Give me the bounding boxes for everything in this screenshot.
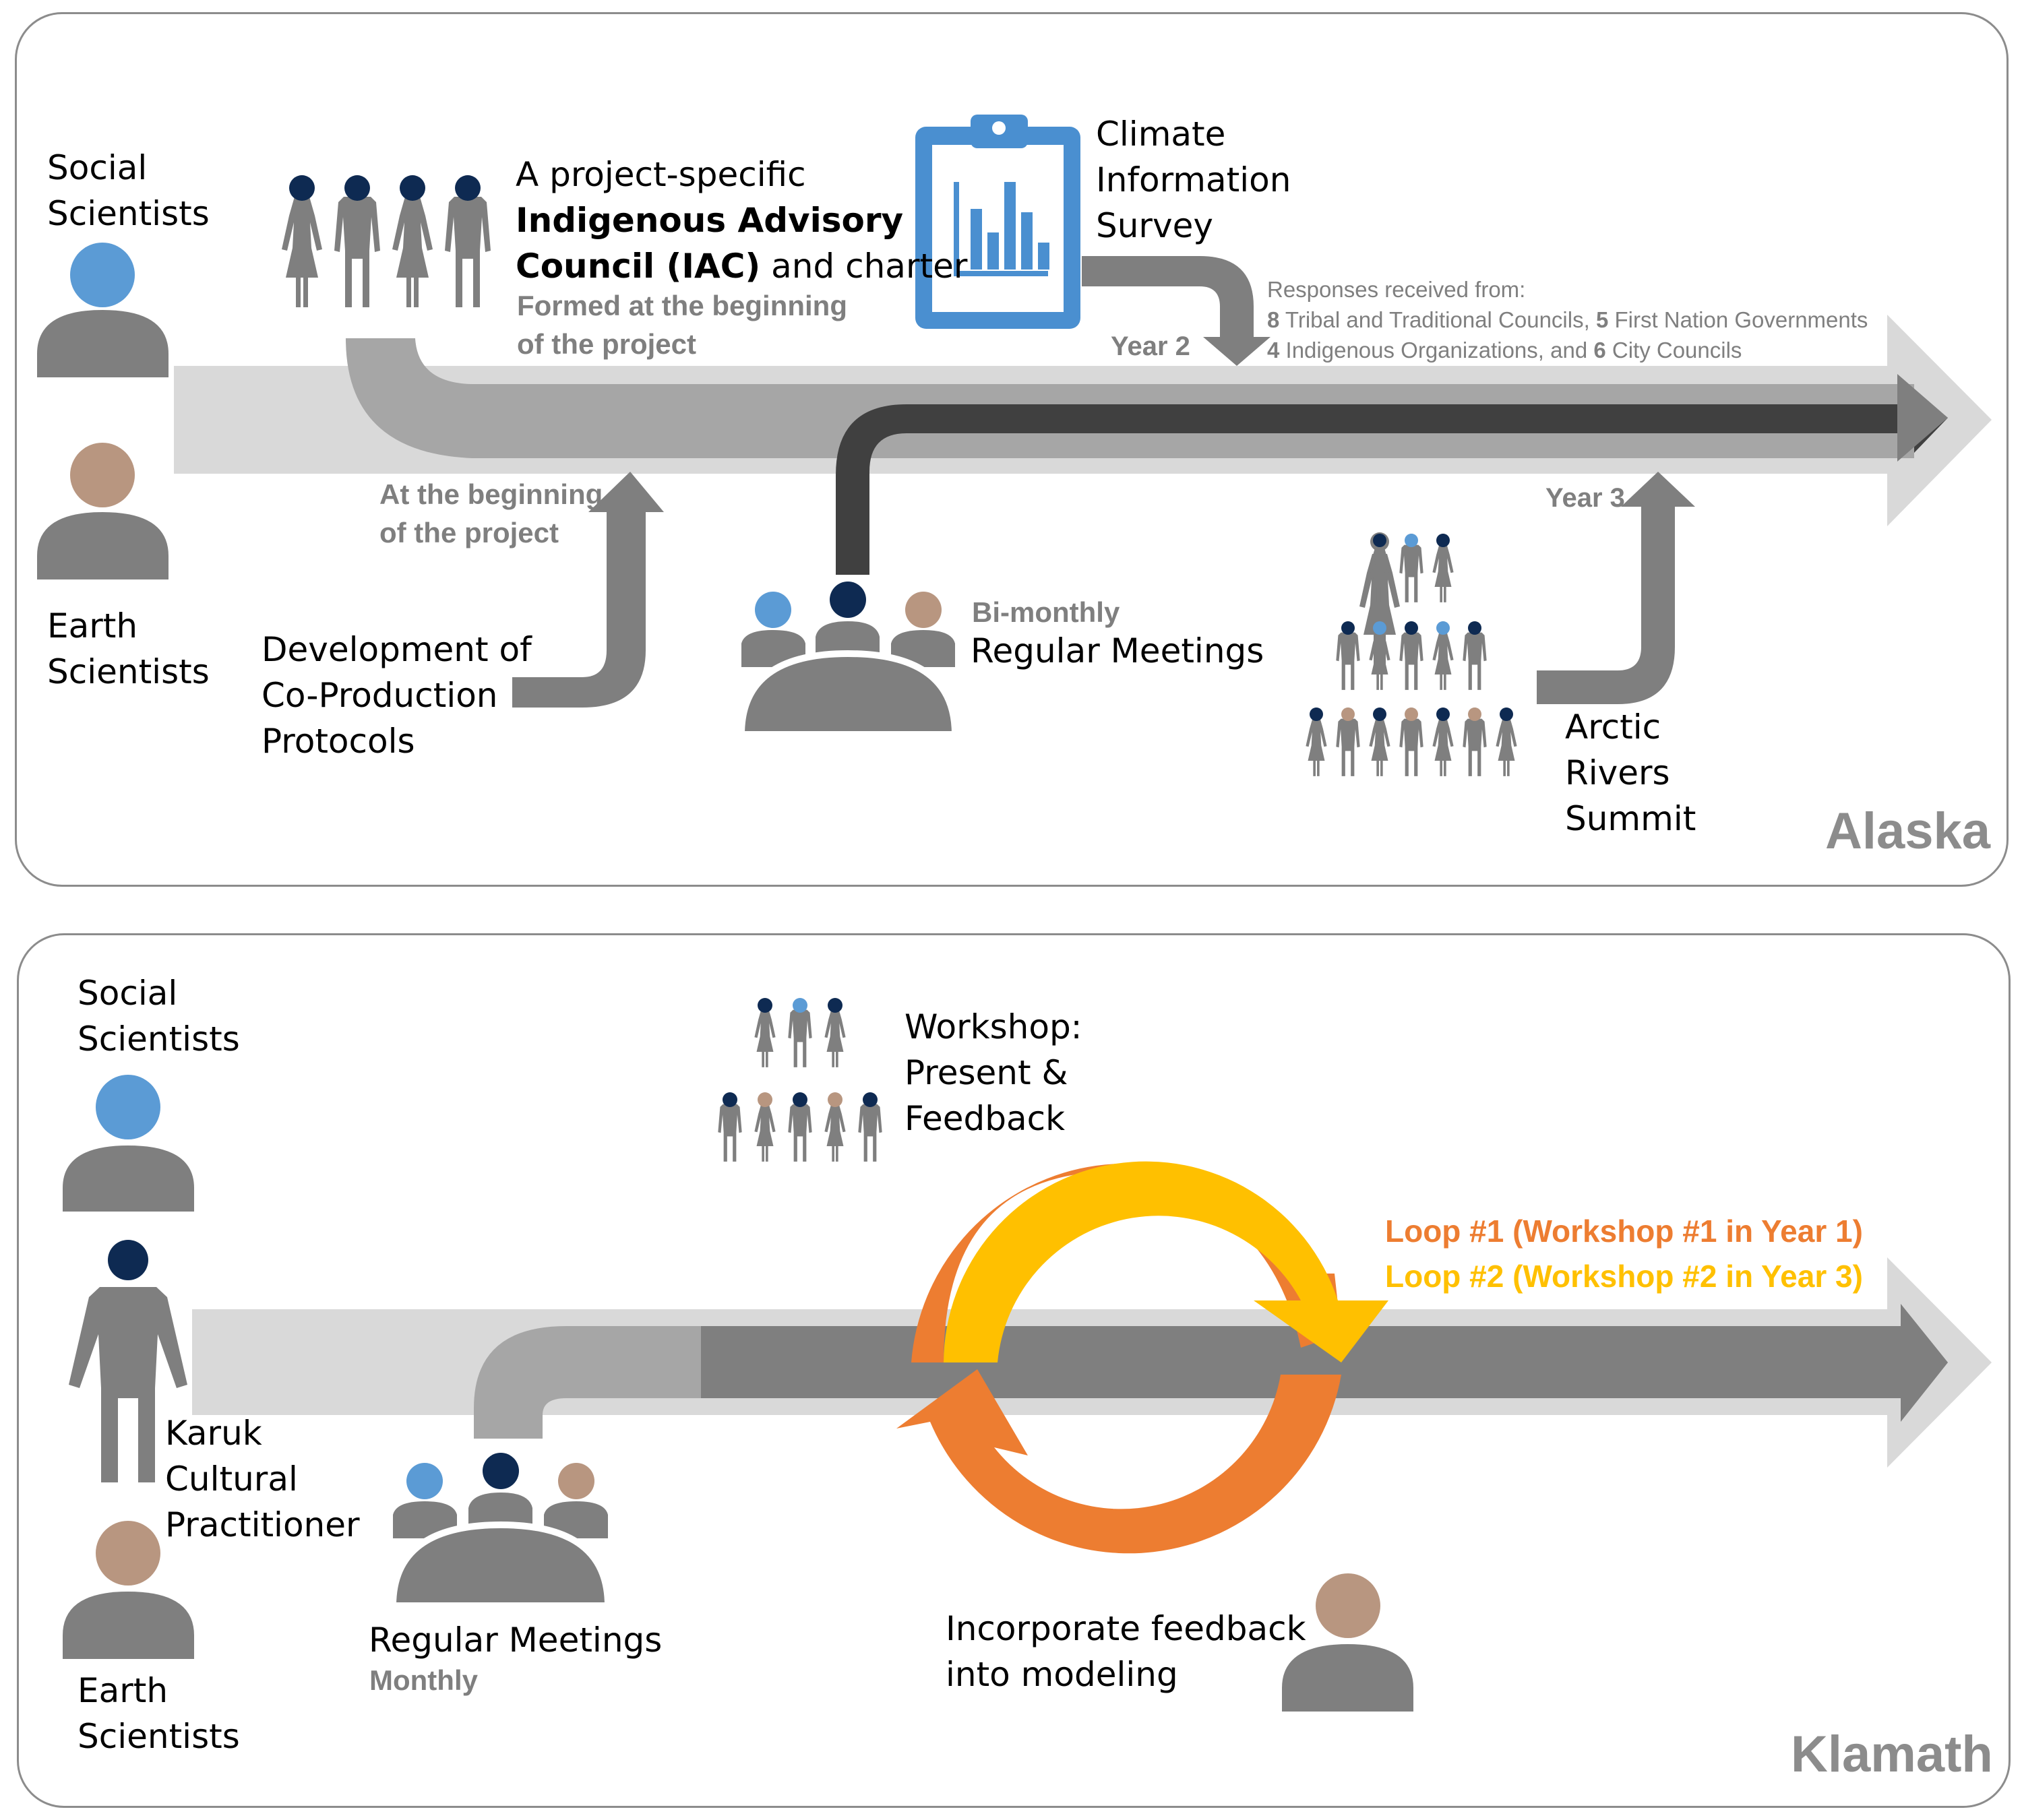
workshop-crowd-icon [723,998,878,1107]
klamath-earth-scientist-icon [63,1521,194,1659]
klamath-region-label: Klamath [1791,1726,1993,1783]
loop-2-label: Loop #2 (Workshop #2 in Year 3) [1385,1259,1863,1294]
klamath-meetings-label: Regular Meetings [369,1621,663,1660]
alaska-region-label: Alaska [1825,803,1991,860]
iac-label: A project-specific Indigenous Advisory C… [516,155,968,286]
workshop-label: Workshop:Present &Feedback [905,1007,1082,1138]
survey-arrow [1082,256,1270,366]
klamath-social-scientist-icon [63,1075,194,1212]
summit-year-label: Year 3 [1545,483,1625,513]
clipboard-chart-icon [915,115,1080,329]
alaska-meetings-freq: Bi-monthly [972,596,1120,628]
klamath-meeting-icon [389,1453,612,1609]
survey-responses-text: Responses received from: 8 Tribal and Tr… [1267,277,1868,363]
survey-year-label: Year 2 [1111,332,1190,361]
alaska-meetings-label: Regular Meetings [971,631,1264,670]
alaska-earth-scientist-icon [37,443,168,579]
protocols-arrow [512,472,664,708]
alaska-meeting-icon [737,582,959,738]
alaska-meetings-band [836,393,1948,575]
feedback-modeler-icon [1282,1573,1413,1712]
loop-2-arrow [944,1161,1388,1362]
klamath-meetings-freq: Monthly [369,1664,478,1696]
summit-arrow [1537,472,1695,704]
loop-1-label: Loop #1 (Workshop #1 in Year 1) [1385,1214,1863,1249]
alaska-social-scientist-icon [37,243,168,377]
karuk-practitioner-icon [69,1240,187,1482]
